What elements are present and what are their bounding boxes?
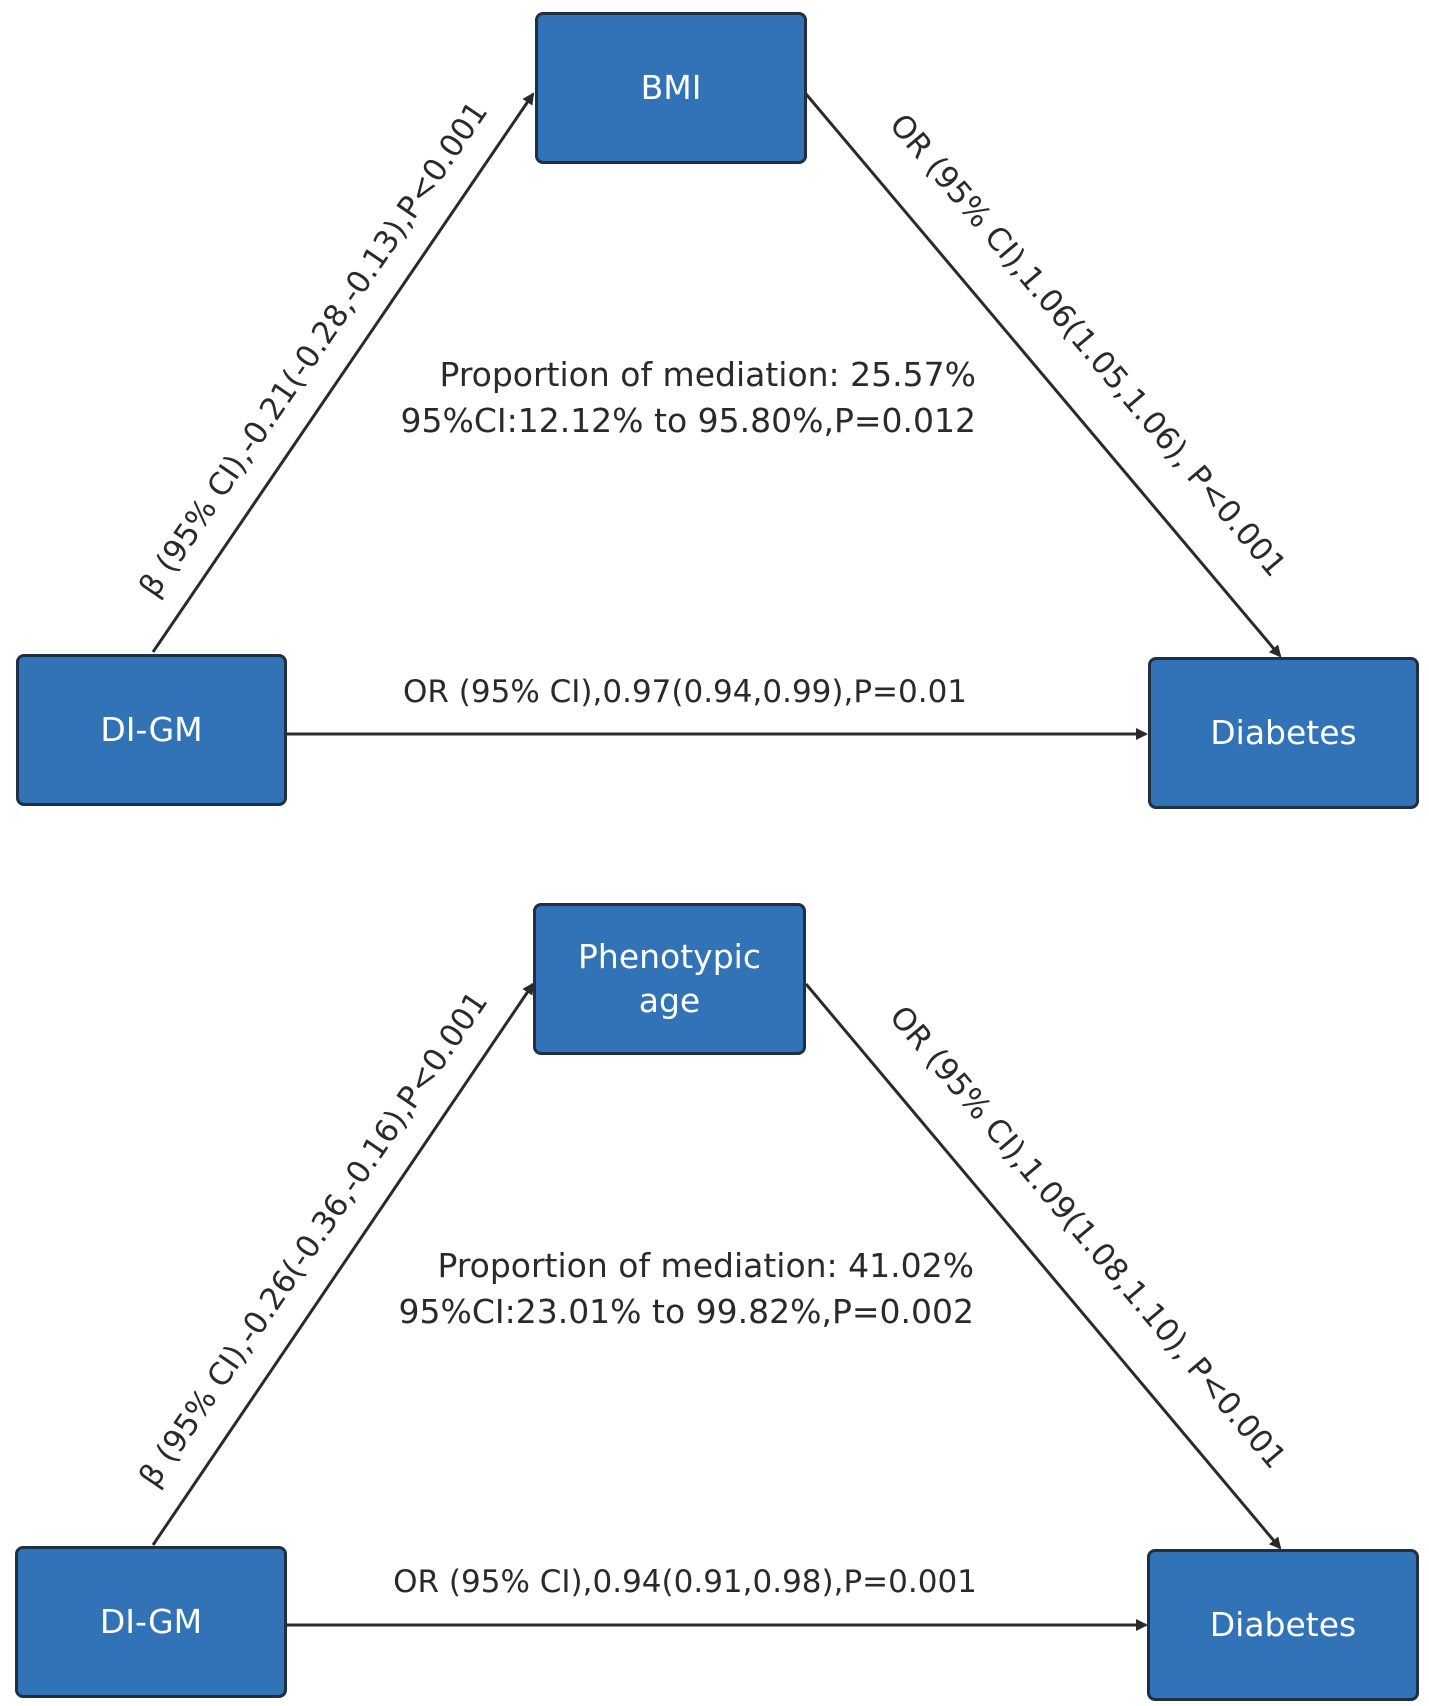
p1-edge-a-label: β (95% CI),-0.21(-0.28,-0.13),P<0.001: [132, 95, 495, 604]
p1-outcome-label: Diabetes: [1210, 713, 1357, 752]
p2-outcome-label: Diabetes: [1209, 1605, 1357, 1644]
p2-edge-a-label: β (95% CI),-0.26(-0.36,-0.16),P<0.001: [132, 985, 495, 1494]
p2-mediator-line1: Phenotypic: [578, 937, 761, 976]
p1-outcome-node: Diabetes: [1148, 657, 1419, 809]
p2-edge-c-label: OR (95% CI),0.94(0.91,0.98),P=0.001: [393, 1564, 977, 1600]
p2-mediator-node: Phenotypic age: [533, 903, 806, 1055]
p1-edge-b-label: OR (95% CI),1.06(1.05,1.06), P<0.001: [882, 107, 1293, 584]
p2-arrow-exposure-to-mediator: [151, 982, 535, 1546]
p1-mediation-note: Proportion of mediation: 25.57% 95%CI:12…: [400, 352, 976, 444]
p1-arrow-mediator-to-outcome: [804, 93, 1282, 658]
p2-mediator-line2: age: [638, 981, 701, 1020]
p2-exposure-label: DI-GM: [99, 1602, 203, 1641]
p1-mediator-node: BMI: [535, 12, 807, 164]
p1-exposure-node: DI-GM: [16, 654, 287, 806]
p1-arrow-exposure-to-mediator: [151, 92, 535, 653]
p2-mediation-line2: 95%CI:23.01% to 99.82%,P=0.002: [398, 1292, 974, 1331]
p2-outcome-node: Diabetes: [1147, 1549, 1419, 1701]
p1-mediation-line1: Proportion of mediation: 25.57%: [439, 355, 977, 394]
p2-edge-b-label: OR (95% CI),1.09(1.08,1.10), P<0.001: [882, 999, 1293, 1476]
p1-exposure-label: DI-GM: [100, 710, 203, 749]
p1-mediator-label: BMI: [640, 68, 702, 107]
p2-arrow-mediator-to-outcome: [804, 983, 1282, 1550]
p1-mediation-line2: 95%CI:12.12% to 95.80%,P=0.012: [400, 401, 976, 440]
p2-mediator-label: Phenotypic age: [578, 935, 761, 1023]
p2-mediation-note: Proportion of mediation: 41.02% 95%CI:23…: [398, 1243, 974, 1335]
p2-exposure-node: DI-GM: [15, 1546, 287, 1698]
p1-edge-c-label: OR (95% CI),0.97(0.94,0.99),P=0.01: [403, 674, 967, 710]
p2-mediation-line1: Proportion of mediation: 41.02%: [437, 1246, 975, 1285]
